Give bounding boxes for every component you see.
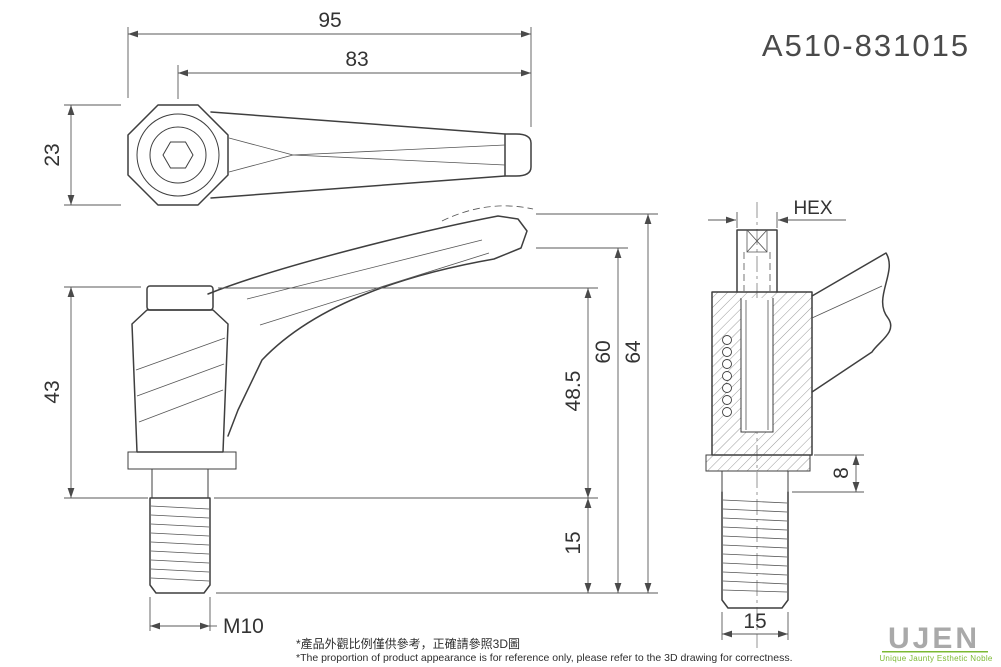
head-inner-circle [149, 126, 207, 184]
hidden-thread-lines [743, 252, 771, 291]
shank-sides [721, 471, 789, 492]
handle-end-cap [504, 133, 532, 177]
dim-95-label: 95 [318, 9, 341, 32]
stud-thread-lines [150, 505, 210, 582]
handle-stub-inner-line [811, 285, 883, 319]
section-stud-threads [722, 499, 788, 593]
dim-15-section: 15 [721, 610, 789, 640]
dim-m10-label: M10 [223, 615, 264, 638]
dim-m10: M10 [149, 597, 264, 638]
logo-tagline: Unique Jaunty Esthetic Noble [879, 654, 993, 663]
dim-43: 43 [41, 286, 148, 499]
note-zh: *產品外觀比例僅供參考，正確請參照3D圖 [296, 636, 520, 651]
section-shaft [736, 229, 778, 293]
front-view: 43 M10 48.5 15 60 64 [41, 205, 658, 638]
top-view: 95 83 23 [41, 9, 532, 206]
dim-60-label: 60 [592, 340, 615, 363]
raised-handle-inner-lines [246, 239, 490, 326]
dim-95: 95 [127, 9, 532, 127]
handle-ridge-lines [292, 144, 506, 166]
handle-top-edge [210, 111, 506, 135]
dim-48-5-label: 48.5 [562, 371, 585, 412]
dim-60: 60 [592, 248, 622, 593]
body-outline [131, 309, 229, 453]
raised-handle-outline [207, 215, 528, 437]
body-cap [146, 285, 214, 311]
note-en: *The proportion of product appearance is… [296, 652, 793, 664]
dim-8-label: 8 [830, 467, 853, 479]
dim-83: 83 [177, 48, 531, 99]
spring-coils [722, 335, 732, 417]
section-stud-outline [721, 491, 789, 609]
bore-outline [740, 298, 774, 433]
washer-outline [705, 454, 811, 472]
dim-48-5: 48.5 [562, 288, 592, 498]
dim-15-front: 15 [562, 498, 592, 593]
dim-15-front-label: 15 [562, 531, 585, 554]
head-outer-circle [136, 113, 220, 197]
dim-hex: HEX [708, 198, 846, 228]
dim-15-section-label: 15 [743, 610, 766, 633]
ujen-logo: UJEN Unique Jaunty Esthetic Noble [879, 622, 993, 663]
head-octagon [127, 104, 229, 206]
dim-hex-label: HEX [793, 198, 832, 219]
washer-hatch [706, 455, 810, 471]
handle-bottom-edge [210, 175, 506, 199]
bore-thread-minor [745, 300, 769, 430]
dim-83-label: 83 [345, 48, 368, 71]
dim-64: 64 [622, 214, 652, 593]
part-number: A510-831015 [762, 28, 970, 63]
dim-23: 23 [41, 104, 121, 206]
body-ridges [135, 337, 226, 423]
handle-alt-position-dashed [441, 205, 534, 222]
threaded-stud [149, 497, 211, 594]
hex-socket-top [162, 141, 194, 169]
dim-8: 8 [792, 454, 864, 493]
logo-green-rule [882, 651, 988, 653]
body-washer [127, 451, 237, 470]
body-neck [151, 468, 209, 499]
dim-64-label: 64 [622, 340, 645, 364]
section-view: HEX 8 15 [705, 198, 892, 648]
handle-v-notch [228, 137, 295, 173]
dim-43-label: 43 [41, 380, 64, 403]
hex-socket-section [746, 229, 768, 253]
dim-23-label: 23 [41, 143, 64, 166]
handle-stub [811, 252, 892, 393]
logo-name: UJEN [888, 622, 980, 655]
